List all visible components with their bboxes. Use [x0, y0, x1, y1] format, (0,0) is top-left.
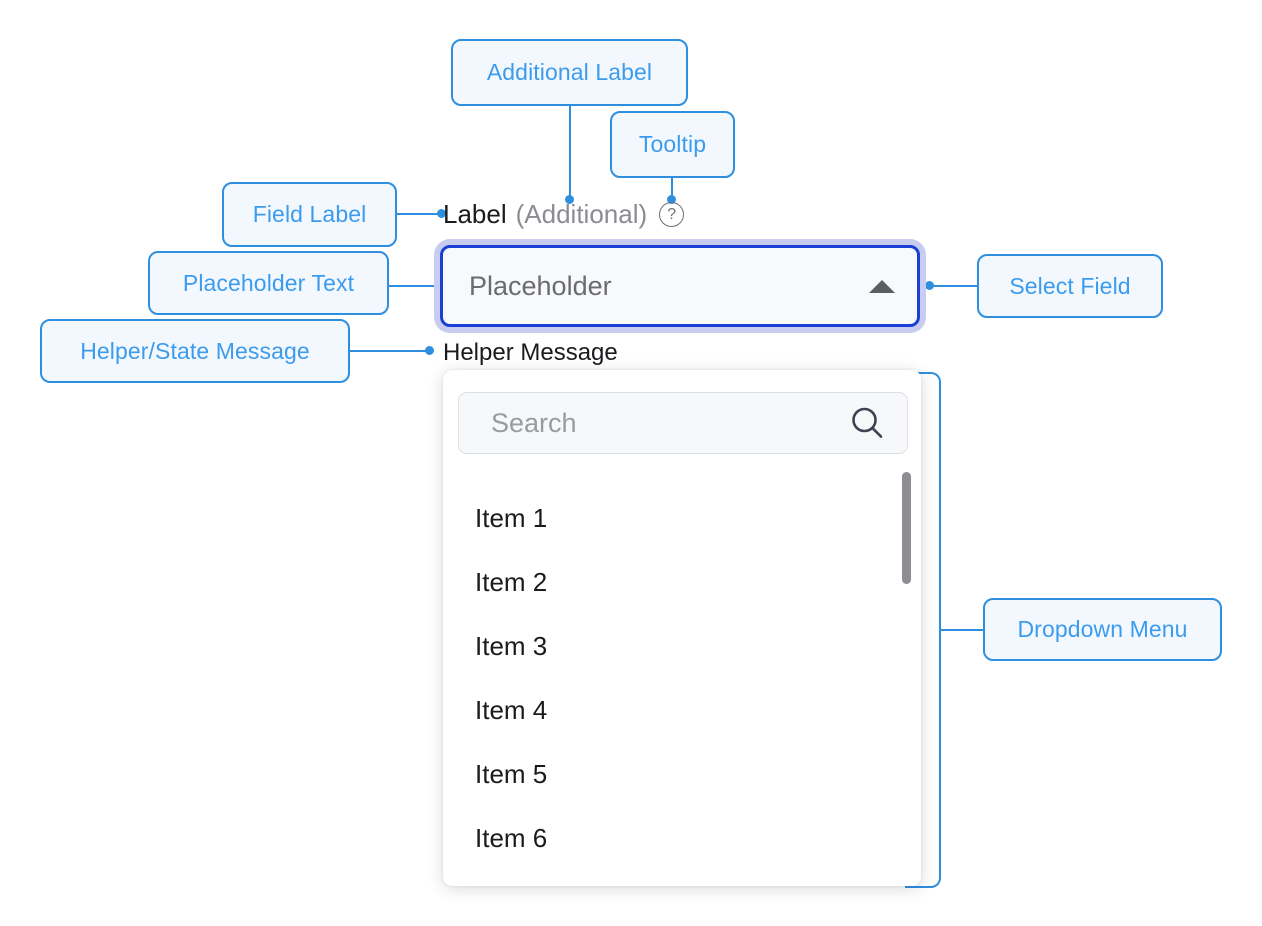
callout-dropdown-menu-text: Dropdown Menu	[1017, 616, 1188, 642]
connector-dot-helper-message	[425, 346, 434, 355]
connector-tooltip	[671, 177, 673, 203]
callout-tooltip-text: Tooltip	[638, 131, 707, 157]
search-icon[interactable]	[847, 403, 887, 443]
help-circle-icon[interactable]: ?	[659, 202, 685, 227]
search-input[interactable]: Search	[458, 392, 908, 454]
connector-select-field	[933, 285, 978, 287]
connector-additional-label	[569, 105, 571, 203]
callout-tooltip[interactable]: Tooltip	[610, 111, 735, 178]
field-label-main: Label	[443, 199, 507, 229]
callout-helper-state-message-text: Helper/State Message	[80, 337, 310, 364]
helper-message: Helper Message	[443, 339, 618, 366]
list-item[interactable]: Item 5	[475, 759, 548, 789]
search-placeholder: Search	[491, 407, 577, 438]
callout-additional-label-text: Additional Label	[486, 59, 653, 85]
callout-field-label-text: Field Label	[252, 201, 367, 227]
help-circle-glyph: ?	[667, 205, 677, 223]
callout-dropdown-menu[interactable]: Dropdown Menu	[983, 598, 1222, 661]
callout-placeholder-text-text: Placeholder Text	[182, 269, 355, 296]
connector-dot-additional-label	[565, 195, 574, 204]
list-item[interactable]: Item 2	[475, 567, 548, 597]
callout-helper-state-message[interactable]: Helper/State Message	[40, 319, 350, 383]
callout-additional-label[interactable]: Additional Label	[451, 39, 688, 106]
scrollbar-thumb[interactable]	[902, 472, 911, 584]
field-label-additional: (Additional)	[515, 199, 648, 229]
list-item[interactable]: Item 6	[475, 823, 548, 853]
list-item[interactable]: Item 4	[475, 695, 548, 725]
select-field[interactable]: Placeholder	[440, 245, 920, 327]
callout-select-field-text: Select Field	[1009, 272, 1131, 299]
callout-placeholder-text[interactable]: Placeholder Text	[148, 251, 389, 315]
connector-dot-select-field	[925, 281, 934, 290]
callout-field-label[interactable]: Field Label	[222, 182, 397, 247]
connector-dot-field-label	[437, 209, 446, 218]
dropdown-menu: Search Item 1 Item 2 Item 3 Item 4 Item …	[443, 370, 921, 886]
caret-up-icon[interactable]	[869, 279, 895, 293]
connector-dot-tooltip	[667, 195, 676, 204]
connector-field-label	[396, 213, 444, 215]
field-label: Label (Additional) ?	[443, 199, 685, 230]
list-item[interactable]: Item 3	[475, 631, 548, 661]
callout-select-field[interactable]: Select Field	[977, 254, 1163, 318]
connector-helper-message	[349, 350, 433, 352]
list-item[interactable]: Item 1	[475, 503, 548, 533]
connector-placeholder-text	[388, 285, 473, 287]
connector-dropdown-menu	[940, 629, 984, 631]
select-placeholder: Placeholder	[469, 270, 612, 301]
